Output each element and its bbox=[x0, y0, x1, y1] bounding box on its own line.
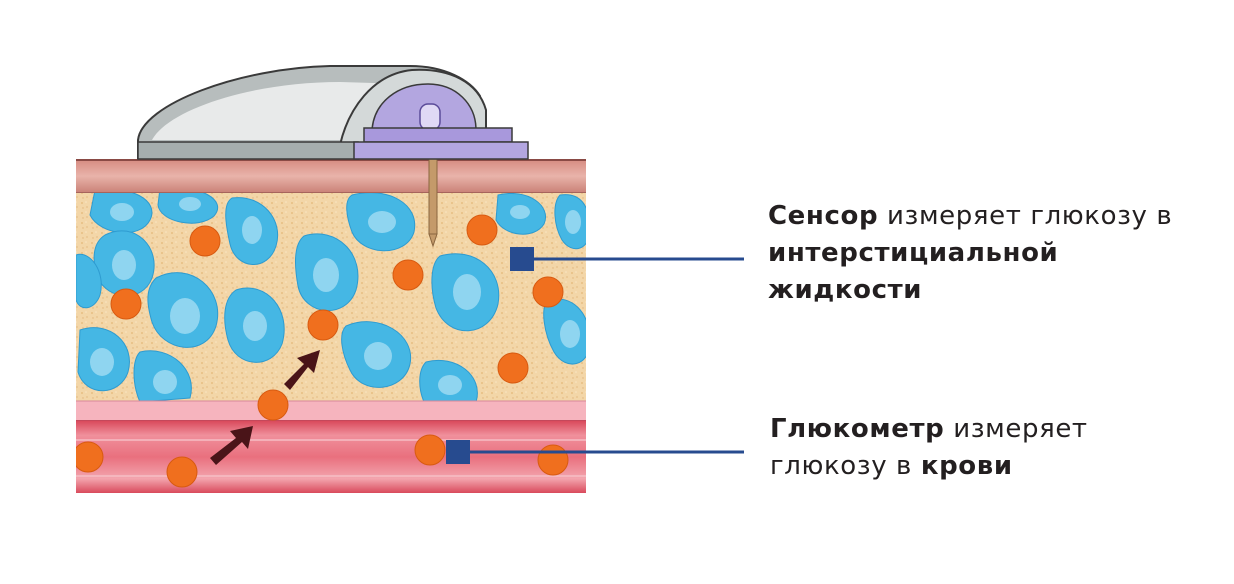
blood-vessel bbox=[76, 421, 586, 493]
sensor-pointer bbox=[510, 247, 744, 271]
sensor-caption: Сенсор измеряет глюкозу в интерстициальн… bbox=[768, 198, 1228, 309]
meter-caption-bold-tail: крови bbox=[920, 451, 1013, 481]
tissue-cells bbox=[76, 193, 586, 401]
sensor-caption-line2: интерстициальной bbox=[768, 238, 1059, 268]
meter-label: Глюкометр bbox=[770, 414, 945, 444]
sensor-caption-line3: жидкости bbox=[768, 275, 923, 305]
sensor-label: Сенсор bbox=[768, 201, 879, 231]
sensor-caption-text: измеряет глюкозу в bbox=[878, 201, 1173, 231]
meter-caption-text: измеряет bbox=[944, 414, 1088, 444]
glucose-molecules-blood bbox=[76, 434, 569, 488]
vessel-wall bbox=[76, 400, 586, 422]
skin-layer bbox=[76, 159, 586, 194]
glucose-molecule-crossing bbox=[257, 389, 289, 421]
meter-pointer bbox=[446, 440, 744, 464]
cgm-sensor-icon bbox=[137, 65, 529, 248]
interstitial-tissue bbox=[76, 193, 586, 401]
glucose-molecules-tissue bbox=[110, 214, 564, 384]
meter-caption: Глюкометр измеряет глюкозу в крови bbox=[770, 411, 1190, 485]
meter-caption-line2: глюкозу в bbox=[770, 451, 921, 481]
diffusion-arrow-icon bbox=[210, 350, 320, 465]
